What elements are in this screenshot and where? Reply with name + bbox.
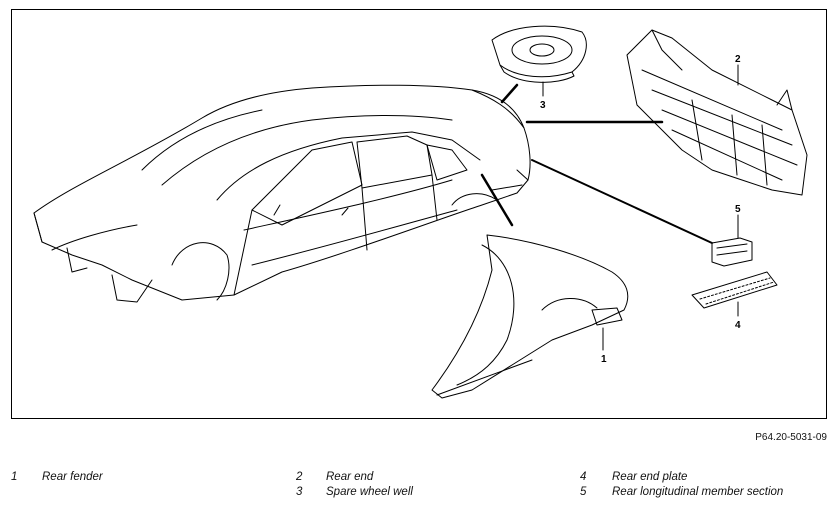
leader-lines (480, 83, 713, 244)
callout-labels: 1 2 3 4 5 (540, 54, 741, 365)
spare-wheel-well-part (491, 25, 587, 83)
legend-number: 3 (296, 486, 303, 498)
figure-reference: P64.20-5031-09 (755, 432, 827, 443)
rear-end-plate-part (691, 271, 778, 309)
callout-5: 5 (735, 204, 741, 215)
legend-label: Rear fender (42, 471, 103, 483)
callout-2: 2 (735, 54, 741, 65)
car-body-shell (33, 84, 531, 303)
rear-fender-part (431, 234, 629, 399)
legend-number: 5 (580, 486, 587, 498)
body-parts-diagram: 1 2 3 4 5 (33, 25, 808, 399)
callout-3: 3 (540, 100, 546, 111)
rear-end-part (626, 29, 808, 196)
legend-label: Spare wheel well (326, 486, 413, 498)
longitudinal-member-part (711, 237, 753, 267)
callout-1: 1 (601, 354, 607, 365)
legend-label: Rear end plate (612, 471, 688, 483)
legend-number: 1 (11, 471, 18, 483)
illustration-frame: 1 2 3 4 5 (11, 9, 827, 419)
legend-number: 2 (296, 471, 303, 483)
legend-number: 4 (580, 471, 587, 483)
legend-label: Rear longitudinal member section (612, 486, 784, 498)
callout-4: 4 (735, 320, 741, 331)
legend-label: Rear end (326, 471, 374, 483)
